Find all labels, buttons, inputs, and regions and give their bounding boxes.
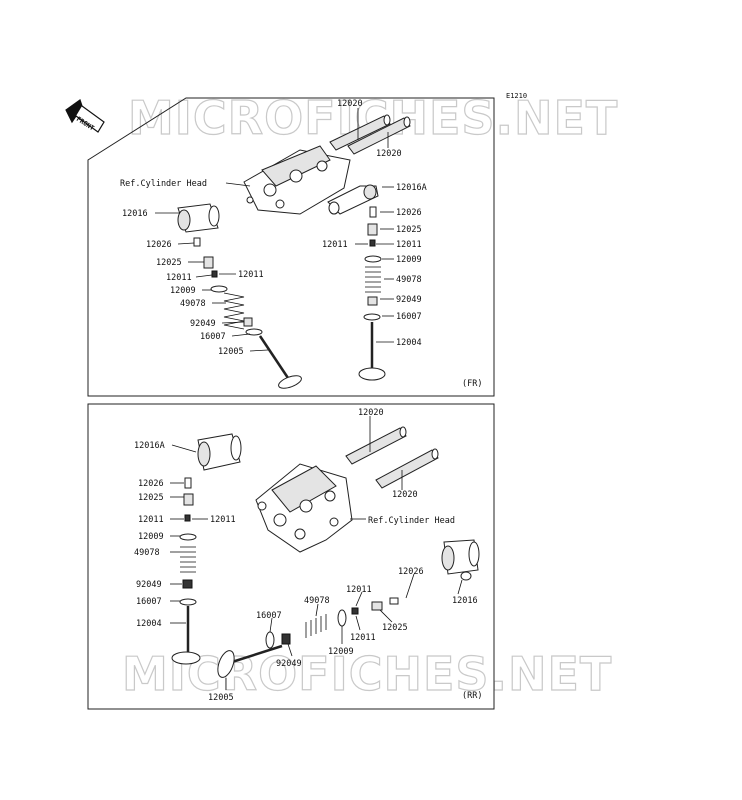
valve-stack-left-fr	[193, 237, 302, 389]
label-fr-12005: 12005	[218, 347, 244, 357]
rocker-arm-12016-rr	[441, 539, 480, 581]
rocker-arm-12016a-rr	[197, 433, 242, 471]
cylinder-head-rr	[255, 463, 353, 553]
rocker-shaft-12020-c	[345, 426, 407, 465]
rocker-arm-12016-fr	[177, 203, 220, 233]
rocker-shaft-12020-a	[329, 114, 391, 151]
label-rr-12025-l: 12025	[138, 493, 164, 503]
label-rr-12011-l2: 12011	[210, 515, 236, 525]
diagram-code: E1210	[506, 92, 527, 100]
cylinder-head-fr	[243, 145, 351, 215]
label-fr-12026-l: 12026	[146, 240, 172, 250]
rocker-shaft-12020-d	[375, 448, 439, 489]
panel-rr-border	[87, 403, 495, 710]
label-rr-12016a: 12016A	[134, 441, 165, 451]
label-fr-12011-l1: 12011	[166, 273, 192, 283]
label-fr-49078-r: 49078	[396, 275, 422, 285]
label-fr-12020-b: 12020	[376, 149, 402, 159]
label-rr-12011-l1: 12011	[138, 515, 164, 525]
label-rr-12009-h: 12009	[328, 647, 354, 657]
panel-rr: (RR)	[87, 403, 495, 710]
label-fr-12025-l: 12025	[156, 258, 182, 268]
label-rr-ref-cylinder-head: Ref.Cylinder Head	[368, 516, 455, 526]
label-rr-92049-h: 92049	[276, 659, 302, 669]
label-rr-12005: 12005	[208, 693, 234, 703]
valve-stack-right-fr	[358, 206, 386, 381]
front-arrow-icon: FRONT	[65, 99, 105, 133]
label-rr-12009-l: 12009	[138, 532, 164, 542]
label-fr-12011-r1: 12011	[322, 240, 348, 250]
label-rr-12004: 12004	[136, 619, 162, 629]
label-fr-12016: 12016	[122, 209, 148, 219]
label-fr-12004: 12004	[396, 338, 422, 348]
label-fr-92049-r: 92049	[396, 295, 422, 305]
label-fr-16007-l: 16007	[200, 332, 226, 342]
label-rr-92049-l: 92049	[136, 580, 162, 590]
panel-fr-tag: (FR)	[462, 379, 482, 389]
label-fr-12020-a: 12020	[337, 99, 363, 109]
label-rr-12020-b: 12020	[392, 490, 418, 500]
label-fr-49078-l: 49078	[180, 299, 206, 309]
leader-lines-rr	[170, 416, 463, 690]
label-fr-ref-cylinder-head: Ref.Cylinder Head	[120, 179, 207, 189]
panel-fr: (FR)	[87, 97, 495, 397]
label-rr-12011-h1: 12011	[346, 585, 372, 595]
label-fr-12026-r: 12026	[396, 208, 422, 218]
label-fr-12009-l: 12009	[170, 286, 196, 296]
label-rr-12026-r: 12026	[398, 567, 424, 577]
label-rr-12016: 12016	[452, 596, 478, 606]
label-rr-12011-h2: 12011	[350, 633, 376, 643]
panel-rr-tag: (RR)	[462, 691, 482, 701]
panel-fr-border	[87, 97, 495, 397]
label-rr-49078-h: 49078	[304, 596, 330, 606]
rocker-arm-12016a-fr	[327, 184, 379, 215]
valve-stack-left-rr	[171, 477, 201, 665]
label-rr-12020-a: 12020	[358, 408, 384, 418]
label-fr-16007-r: 16007	[396, 312, 422, 322]
label-fr-12016a: 12016A	[396, 183, 427, 193]
label-fr-12009-r: 12009	[396, 255, 422, 265]
label-fr-12011-r2: 12011	[396, 240, 422, 250]
leader-lines-fr	[155, 108, 394, 352]
valve-stack-horizontal-rr	[217, 597, 399, 678]
label-rr-49078-l: 49078	[134, 548, 160, 558]
label-fr-12011-l2: 12011	[238, 270, 264, 280]
rocker-shaft-12020-b	[347, 116, 411, 155]
label-fr-12025-r: 12025	[396, 225, 422, 235]
label-rr-16007-l: 16007	[136, 597, 162, 607]
label-rr-16007-h: 16007	[256, 611, 282, 621]
label-rr-12025-h: 12025	[382, 623, 408, 633]
label-rr-12026-l: 12026	[138, 479, 164, 489]
label-fr-92049-l: 92049	[190, 319, 216, 329]
watermark-bottom: MICROFICHES.NET	[122, 647, 612, 701]
